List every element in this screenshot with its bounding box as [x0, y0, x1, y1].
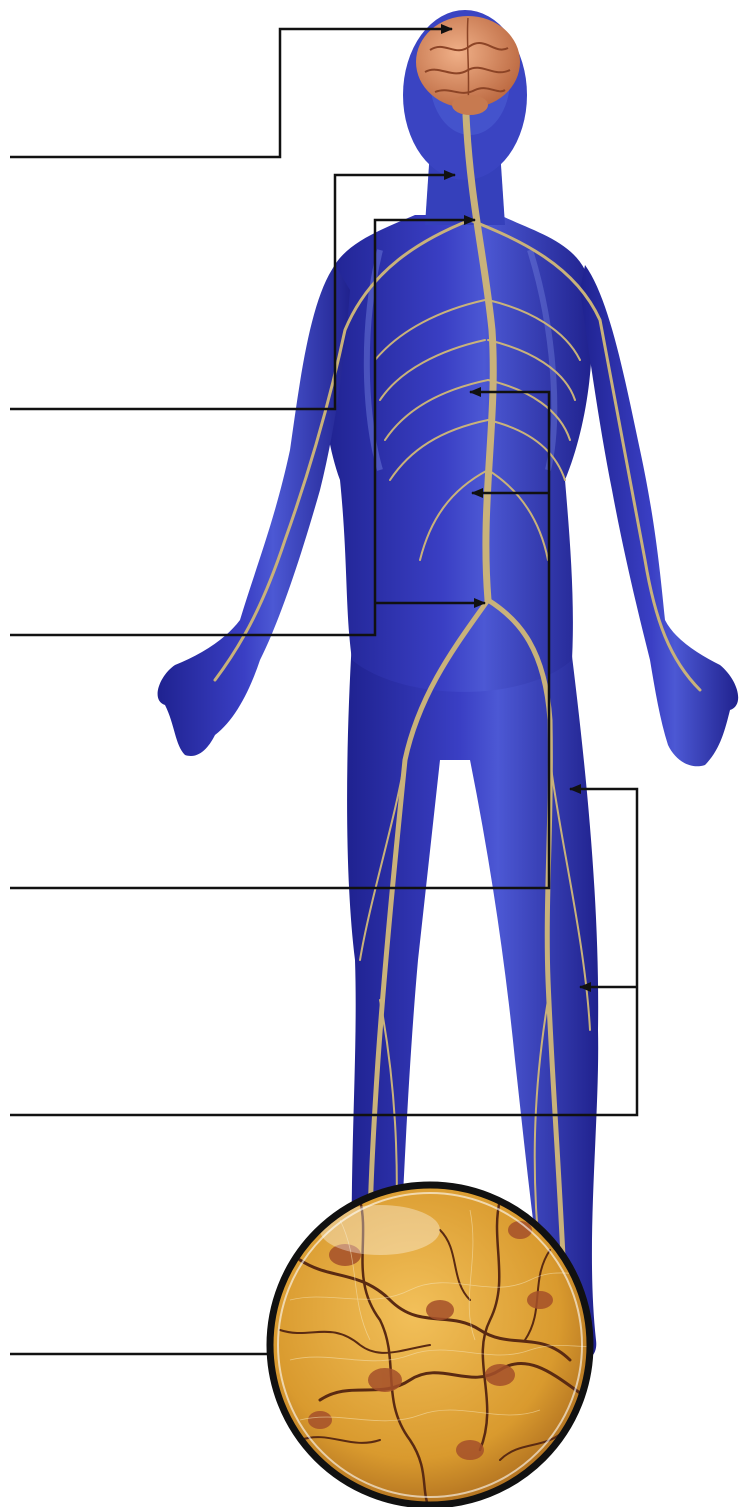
leader-line-brain — [10, 29, 452, 157]
human-figure-illustration — [158, 10, 739, 1361]
